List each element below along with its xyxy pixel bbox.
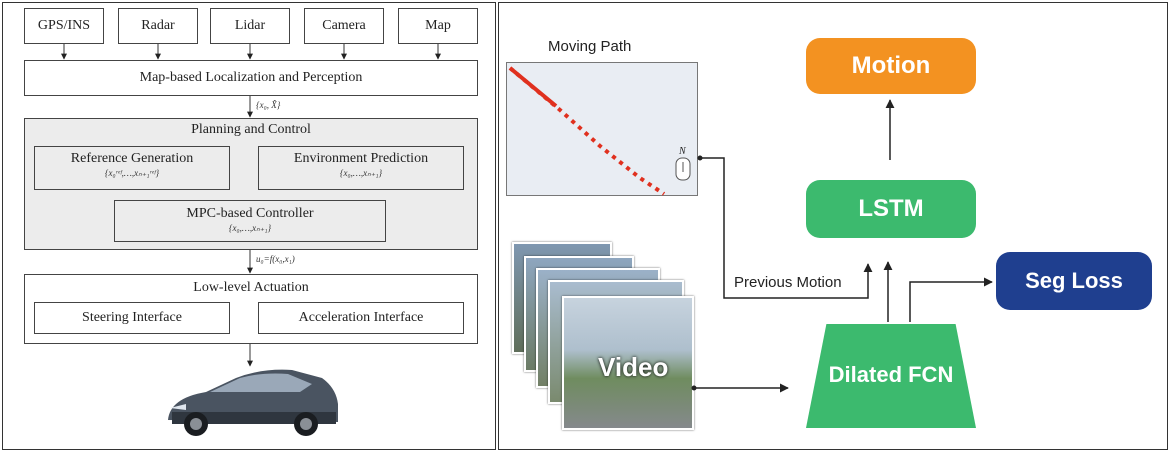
localization-label: Map-based Localization and Perception bbox=[139, 70, 363, 85]
reference-generation-box: Reference Generation {x₀ʳᵉᶠ,…,xₙ₊₁ʳᵉᶠ} bbox=[34, 146, 230, 190]
motion-node: Motion bbox=[806, 38, 976, 94]
moving-path-plot bbox=[506, 62, 698, 196]
moving-path-trajectory bbox=[508, 66, 666, 196]
sensor-arrows bbox=[61, 44, 441, 367]
sensor-radar-label: Radar bbox=[141, 18, 175, 33]
vehicle-marker-label: N bbox=[678, 146, 687, 157]
arrow-path-to-lstm bbox=[700, 157, 873, 299]
sensor-camera: Camera bbox=[304, 8, 384, 44]
network-arrows bbox=[694, 99, 993, 393]
sensor-lidar-label: Lidar bbox=[234, 18, 266, 33]
video-label: Video bbox=[598, 352, 669, 382]
dilated-fcn-node bbox=[806, 324, 976, 428]
steering-interface-box: Steering Interface bbox=[34, 302, 230, 334]
reference-generation-label: Reference Generation bbox=[70, 151, 194, 166]
video-frame-main bbox=[562, 296, 694, 430]
mpc-controller-sub: {x₀,…,xₙ₊₁} bbox=[228, 223, 272, 233]
previous-motion-label: Previous Motion bbox=[734, 274, 842, 291]
sensor-camera-label: Camera bbox=[322, 18, 366, 33]
moving-path-title: Moving Path bbox=[548, 38, 632, 55]
environment-prediction-box: Environment Prediction {x₀,…,xₙ₊₁} bbox=[258, 146, 464, 190]
motion-node-label: Motion bbox=[851, 52, 931, 79]
mpc-controller-box: MPC-based Controller {x₀,…,xₙ₊₁} bbox=[114, 200, 386, 242]
acceleration-interface-label: Acceleration Interface bbox=[298, 310, 424, 325]
actuation-title: Low-level Actuation bbox=[193, 280, 309, 295]
reference-generation-sub: {x₀ʳᵉᶠ,…,xₙ₊₁ʳᵉᶠ} bbox=[104, 168, 160, 178]
seg-loss-node-label: Seg Loss bbox=[1025, 268, 1123, 293]
lstm-node-label: LSTM bbox=[858, 195, 924, 222]
lstm-node: LSTM bbox=[806, 180, 976, 238]
sensor-lidar: Lidar bbox=[210, 8, 290, 44]
localization-box: Map-based Localization and Perception bbox=[24, 60, 478, 96]
sensor-map-label: Map bbox=[425, 18, 451, 33]
vehicle-marker-icon bbox=[675, 157, 691, 181]
sensor-map: Map bbox=[398, 8, 478, 44]
localization-output-label: {x₀, X̂} bbox=[256, 100, 281, 110]
environment-prediction-label: Environment Prediction bbox=[293, 151, 429, 166]
video-output-dot bbox=[691, 385, 697, 391]
mpc-controller-label: MPC-based Controller bbox=[186, 206, 314, 221]
arrow-fcn-to-segloss bbox=[909, 277, 993, 322]
sensor-radar: Radar bbox=[118, 8, 198, 44]
path-output-dot bbox=[697, 155, 703, 161]
control-output-label: u₀=f(x₀,x₁) bbox=[256, 254, 295, 264]
steering-interface-label: Steering Interface bbox=[82, 310, 182, 325]
sensor-gps-ins-label: GPS/INS bbox=[37, 18, 91, 33]
seg-loss-node: Seg Loss bbox=[996, 252, 1152, 310]
dilated-fcn-node-label: Dilated FCN bbox=[828, 362, 954, 387]
environment-prediction-sub: {x₀,…,xₙ₊₁} bbox=[339, 168, 383, 178]
sensor-gps-ins: GPS/INS bbox=[24, 8, 104, 44]
acceleration-interface-box: Acceleration Interface bbox=[258, 302, 464, 334]
planning-control-title: Planning and Control bbox=[191, 122, 311, 137]
